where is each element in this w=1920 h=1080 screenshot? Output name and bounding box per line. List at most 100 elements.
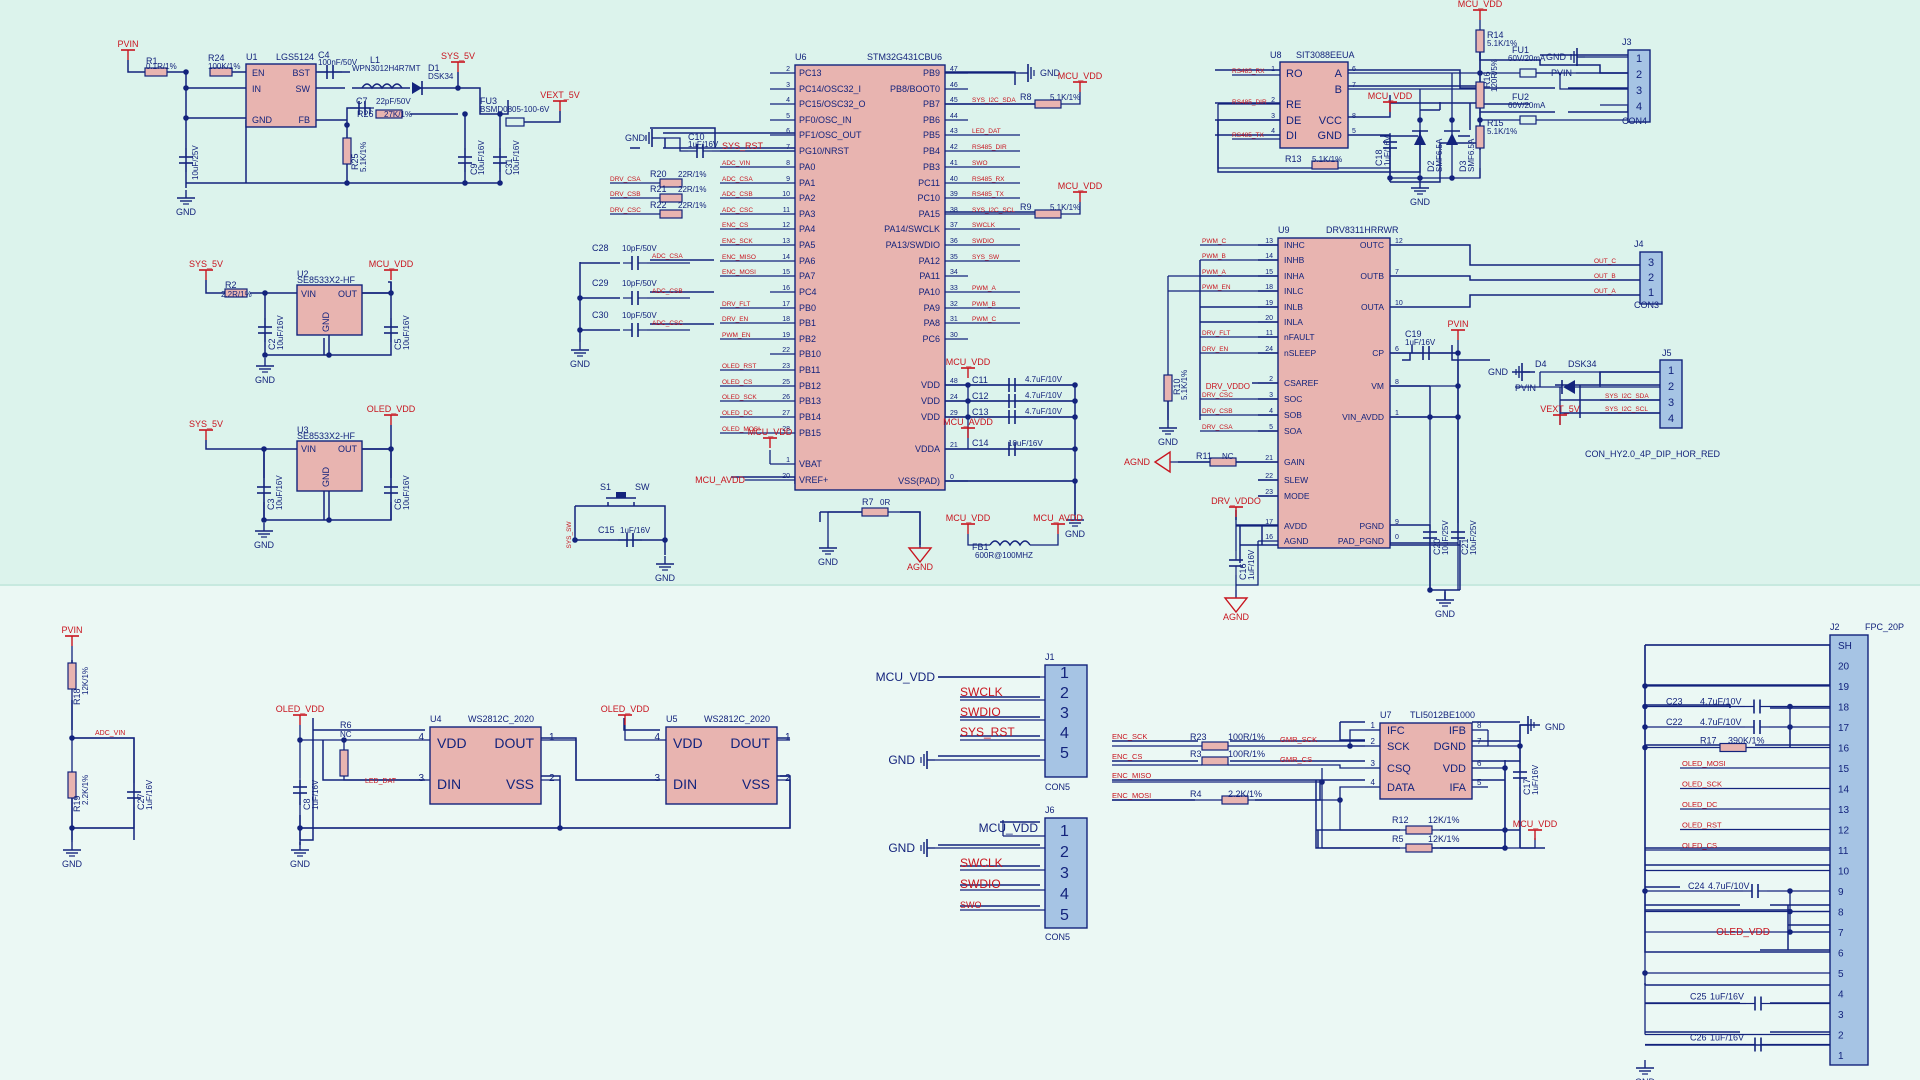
j2-pin-6: 6 — [1838, 949, 1844, 960]
agnd-gain-label: AGND — [1124, 457, 1151, 467]
r8-ref: R8 — [1020, 92, 1032, 102]
u6-pin-num-r16: 31 — [950, 316, 958, 323]
u6-pin-pb10: PB10 — [799, 349, 821, 359]
c10-buck-val: 10uF/25V — [191, 145, 200, 180]
c13-val: 4.7uF/10V — [1025, 407, 1063, 416]
c10b-ref: C10 — [688, 132, 705, 142]
r1-val: 0.1R/1% — [146, 62, 177, 71]
u6-pin-num-r13: 34 — [950, 269, 958, 276]
oledvdd-flag-ws1 — [292, 714, 308, 726]
c2-val: 10uF/16V — [276, 315, 285, 350]
out-net-1: OUT_B — [1594, 273, 1616, 280]
u1-pin-en: EN — [252, 68, 265, 78]
u9-net-pwm_a: PWM_A — [1202, 269, 1227, 276]
junction — [1455, 414, 1461, 420]
mcuvdd-flag-r9-label: MCU_VDD — [1058, 181, 1103, 191]
u9-pin-num-r3: 6 — [1395, 346, 1399, 353]
c8-ref: C8 — [302, 798, 312, 810]
u9-net-pwm_b: PWM_B — [1202, 253, 1226, 260]
oledvdd-flag-ws2 — [617, 714, 633, 726]
c29-ref: C29 — [592, 278, 609, 288]
junction — [497, 180, 503, 186]
u7-pin-vdd: VDD — [1443, 763, 1466, 775]
d4-val: DSK34 — [1568, 359, 1597, 369]
r26-resistor — [375, 109, 403, 119]
c24-val: 4.7uF/10V — [1708, 881, 1750, 891]
u9-net-drv_flt: DRV_FLT — [1202, 330, 1230, 337]
j2-pin-11: 11 — [1838, 846, 1849, 857]
u5-pin-vdd: VDD — [673, 735, 703, 751]
u6-pin-num-l3: 5 — [786, 113, 790, 120]
u6-pin-num-l23: 28 — [782, 426, 790, 433]
u7-pin-ifa: IFA — [1449, 782, 1466, 794]
u6-pin-vbat: VBAT — [799, 459, 822, 469]
l1-inductor — [361, 83, 403, 90]
u7-val: TLI5012BE1000 — [1410, 710, 1475, 720]
pvin-flag-divider — [64, 635, 80, 647]
u5-pnum-vdd: 4 — [654, 732, 660, 743]
r25-resistor — [342, 137, 352, 165]
u6-pin-num-l25: 20 — [782, 473, 790, 480]
gnd-divider-label: GND — [62, 859, 83, 869]
j5-pin-1: 1 — [1668, 365, 1674, 377]
u6-pin-pa13-swdio: PA13/SWDIO — [886, 240, 940, 250]
u9-pin-pgnd: PGND — [1359, 521, 1384, 531]
u9-pin-inla: INLA — [1284, 317, 1303, 327]
fu1-val: 60V/20mA — [1508, 54, 1546, 63]
c19-val: 1uF/16V — [1405, 338, 1436, 347]
mcuvdd-flag-fb1-label: MCU_VDD — [946, 513, 991, 523]
junction — [183, 115, 189, 121]
u6-pin-vdda: VDDA — [915, 444, 940, 454]
gnd-r7-label: GND — [818, 557, 839, 567]
u7-pnum-l3: 4 — [1371, 778, 1376, 787]
junction — [1072, 398, 1078, 404]
u7-pin-ifb: IFB — [1449, 725, 1466, 737]
fu1-ref: FU1 — [1512, 45, 1529, 55]
j1-sysrst-net: SYS_RST — [960, 725, 1015, 739]
u9-pin-csaref: CSAREF — [1284, 378, 1318, 388]
u9-pin-num-r1: 7 — [1395, 269, 1399, 276]
junction — [1427, 587, 1433, 593]
r1-ref: R1 — [146, 56, 158, 66]
junction — [69, 735, 75, 741]
d2-ref: D2 — [1426, 160, 1436, 172]
junction — [1642, 703, 1648, 710]
u9-pin-nfault: nFAULT — [1284, 332, 1315, 342]
junction — [462, 111, 468, 117]
junction — [341, 737, 347, 743]
u4-pnum-vdd: 4 — [418, 732, 424, 743]
u6-pin-pa7: PA7 — [799, 271, 815, 281]
j2-net-4: OLED_CS — [1682, 841, 1717, 850]
enc-net-2: ENC_MISO — [1112, 771, 1151, 780]
u6-pin-pb6: PB6 — [923, 115, 940, 125]
junction — [965, 382, 971, 388]
j2-pin-13: 13 — [1838, 805, 1850, 816]
integrated-circuits — [245, 49, 1869, 1066]
u3-pin-gnd: GND — [321, 467, 331, 488]
j2-pin-7: 7 — [1838, 928, 1844, 939]
u6-pin-vdd: VDD — [921, 396, 941, 406]
u6-net-rs485_dir: RS485_DIR — [972, 144, 1007, 151]
j3-pin-4: 4 — [1636, 101, 1642, 113]
u6-pin-num-r18: 48 — [950, 378, 958, 385]
u9-pin-num-l4: 19 — [1265, 300, 1273, 307]
u4-val: WS2812C_2020 — [468, 714, 534, 724]
agnd-gain — [1153, 450, 1171, 474]
r25-ref: R25 — [350, 153, 360, 170]
u6-pin-num-r8: 39 — [950, 191, 958, 198]
junction — [965, 414, 971, 420]
c15-ref: C15 — [598, 525, 615, 535]
j2-pin-19: 19 — [1838, 682, 1850, 693]
u6-pin-num-r20: 29 — [950, 410, 958, 417]
u6-pin-num-l18: 22 — [782, 347, 790, 354]
u8-pin-num-l1: 2 — [1271, 97, 1275, 104]
net-drv-cs0: DRV_CSA — [610, 176, 641, 183]
r24-resistor — [209, 67, 233, 77]
r22-val: 22R/1% — [678, 201, 706, 210]
fu2-ref: FU2 — [1512, 92, 1529, 102]
u8-pin-di: DI — [1286, 130, 1297, 142]
junction — [326, 517, 332, 523]
oledvdd-flag-ws2-label: OLED_VDD — [601, 704, 650, 714]
c26-val: 1uF/16V — [1710, 1033, 1744, 1043]
